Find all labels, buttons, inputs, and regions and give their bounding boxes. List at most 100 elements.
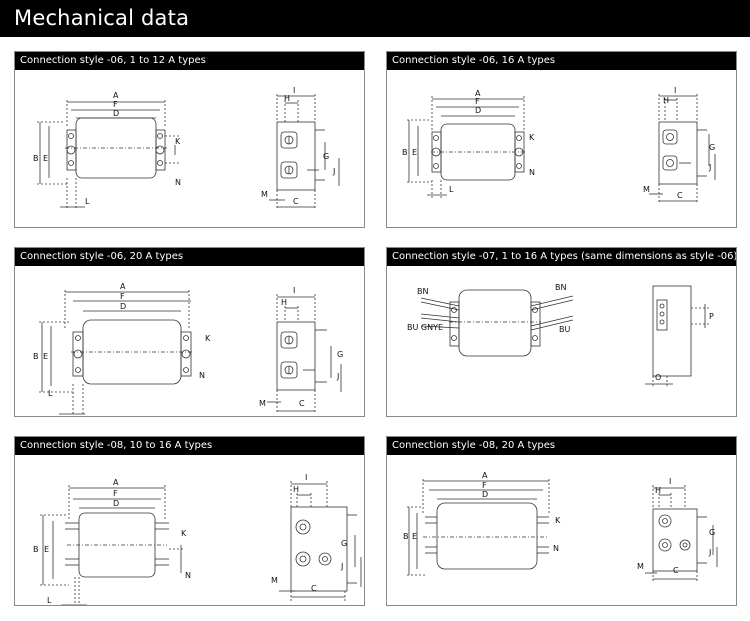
dim-label-p: P (709, 312, 714, 321)
dim-label-n: N (529, 168, 535, 177)
dim-label-j: J (708, 548, 711, 557)
dim-label-d: D (482, 490, 488, 499)
dim-label-k: K (555, 516, 561, 525)
dim-label-k: K (181, 529, 187, 538)
dim-label-k: K (175, 137, 181, 146)
dim-label-n: N (553, 544, 559, 553)
dim-label-i: I (674, 86, 676, 95)
mechanical-drawing: A F D B E K N L I H G J M C (402, 86, 716, 204)
dim-label-n: N (199, 371, 205, 380)
dim-label-c: C (311, 584, 317, 593)
front-view (407, 96, 525, 198)
dim-label-f: F (120, 292, 125, 301)
dim-label-g: G (323, 152, 329, 161)
dim-label-l: L (449, 185, 454, 194)
dim-label-g: G (709, 143, 715, 152)
dim-label-h: H (293, 485, 299, 494)
dim-label-e: E (412, 148, 417, 157)
side-view (279, 481, 362, 603)
dim-label-f: F (475, 97, 480, 106)
dim-label-j: J (340, 562, 343, 571)
dim-label-n: N (175, 178, 181, 187)
wire-label-bn-left: BN (417, 287, 428, 296)
dim-label-h: H (284, 94, 290, 103)
wire-label-bu-right: BU (559, 325, 570, 334)
wire-label-bn-right: BN (555, 283, 566, 292)
dim-label-f: F (482, 481, 487, 490)
panel-style06-1to12a: Connection style -06, 1 to 12 A types (14, 51, 365, 228)
dim-label-g: G (709, 528, 715, 537)
dim-label-i: I (293, 286, 295, 295)
front-view (39, 290, 193, 416)
mechanical-drawing: A F D B E K N L I H G J M C (33, 86, 340, 210)
dim-label-h: H (655, 486, 661, 495)
dim-label-f: F (113, 100, 118, 109)
side-view (269, 94, 340, 210)
panel-title: Connection style -06, 20 A types (15, 248, 364, 266)
front-view (40, 485, 185, 605)
dim-label-c: C (673, 566, 679, 575)
dim-label-b: B (33, 352, 39, 361)
panel-title: Connection style -08, 20 A types (387, 437, 736, 455)
front-view (420, 289, 574, 357)
wire-label-bu-gnye: BU GNYE (407, 323, 443, 332)
dim-label-d: D (113, 109, 119, 118)
dim-label-c: C (293, 197, 299, 206)
page-header: Mechanical data (0, 0, 750, 37)
dim-label-d: D (113, 499, 119, 508)
dim-label-a: A (482, 471, 488, 480)
dim-label-i: I (669, 477, 671, 486)
side-view (649, 94, 716, 204)
mechanical-drawing: A F D B E K N I H G J M C (403, 471, 718, 583)
dim-label-a: A (113, 478, 119, 487)
side-view (267, 294, 342, 414)
dim-label-n: N (185, 571, 191, 580)
dim-label-l: L (48, 389, 53, 398)
panel-title: Connection style -06, 1 to 12 A types (15, 52, 364, 70)
dim-label-o: O (655, 373, 661, 382)
panel-style06-20a: Connection style -06, 20 A types (14, 247, 365, 417)
dim-label-a: A (475, 89, 481, 98)
dim-label-m: M (637, 562, 644, 571)
panel-title: Connection style -06, 16 A types (387, 52, 736, 70)
dim-label-e: E (44, 545, 49, 554)
dim-label-m: M (271, 576, 278, 585)
dim-label-j: J (332, 167, 335, 176)
dim-label-i: I (293, 86, 295, 95)
side-view (645, 285, 709, 388)
dim-label-m: M (261, 190, 268, 199)
dim-label-m: M (643, 185, 650, 194)
panel-style08-10to16a: Connection style -08, 10 to 16 A types (14, 436, 365, 606)
panel-style07-1to16a: Connection style -07, 1 to 16 A types (s… (386, 247, 737, 417)
front-view (37, 100, 181, 210)
dim-label-l: L (47, 596, 52, 605)
mechanical-drawing: A F D B E K N L I H G J M C (33, 282, 343, 416)
panel-style06-16a: Connection style -06, 16 A types (386, 51, 737, 228)
panel-title: Connection style -08, 10 to 16 A types (15, 437, 364, 455)
dim-label-k: K (529, 133, 535, 142)
dim-label-g: G (341, 539, 347, 548)
dim-label-h: H (663, 96, 669, 105)
panel-style08-20a: Connection style -08, 20 A types (386, 436, 737, 606)
dim-label-b: B (33, 545, 39, 554)
side-view (645, 485, 718, 583)
dim-label-e: E (43, 352, 48, 361)
dim-label-d: D (475, 106, 481, 115)
dim-label-f: F (113, 489, 118, 498)
dim-label-c: C (677, 191, 683, 200)
dim-label-e: E (412, 532, 417, 541)
front-view (407, 479, 550, 576)
dim-label-a: A (113, 91, 119, 100)
dim-label-d: D (120, 302, 126, 311)
dim-label-i: I (305, 473, 307, 482)
dim-label-k: K (205, 334, 211, 343)
dim-label-m: M (259, 399, 266, 408)
panel-title: Connection style -07, 1 to 16 A types (s… (387, 248, 736, 266)
dim-label-e: E (43, 154, 48, 163)
dim-label-b: B (403, 532, 409, 541)
dim-label-b: B (33, 154, 39, 163)
dim-label-c: C (299, 399, 305, 408)
dim-label-j: J (336, 372, 339, 381)
dim-label-h: H (281, 298, 287, 307)
mechanical-drawing: A F D B E K N L I H G J M C (33, 473, 362, 605)
